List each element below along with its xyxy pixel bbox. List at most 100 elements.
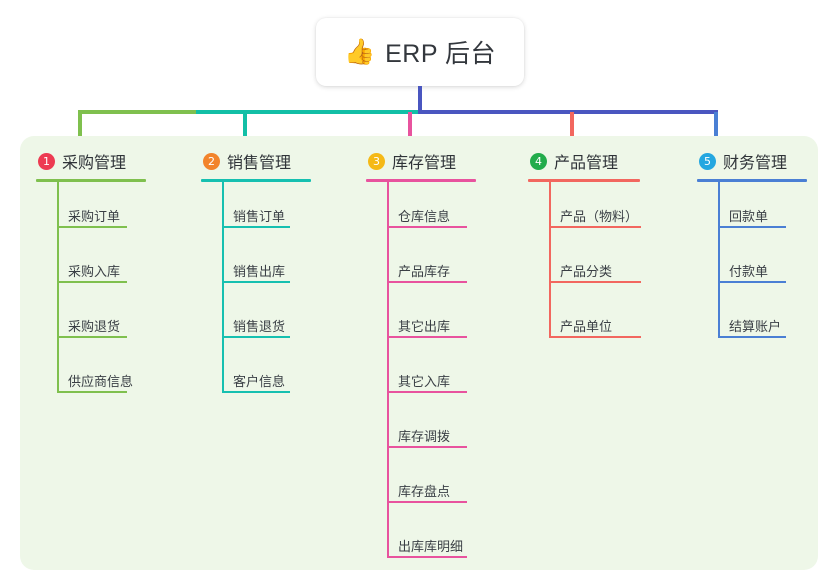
- branch-item-label: 产品库存: [398, 264, 451, 279]
- branch-title: 产品管理: [554, 155, 619, 172]
- branch-item[interactable]: 结算账户: [697, 292, 807, 347]
- branch-item[interactable]: 出库库明细: [366, 512, 476, 567]
- branch-item-label: 出库库明细: [398, 539, 464, 554]
- branch-column-1: 1 采购管理采购订单采购入库采购退货供应商信息: [36, 148, 146, 402]
- branch-title: 库存管理: [392, 155, 457, 172]
- drop-sales: [243, 112, 247, 138]
- root-stem-connector: [418, 86, 422, 112]
- drop-purchasing: [78, 112, 82, 138]
- branch-item[interactable]: 产品分类: [528, 237, 641, 292]
- branch-item[interactable]: 采购订单: [36, 182, 146, 237]
- branch-header-4[interactable]: 4 产品管理: [528, 148, 640, 174]
- branch-header-rule: [528, 179, 640, 182]
- branch-item[interactable]: 仓库信息: [366, 182, 476, 237]
- branch-item-list: 仓库信息产品库存其它出库其它入库库存调拨库存盘点出库库明细: [366, 182, 476, 567]
- branch-item-rule: [57, 281, 127, 283]
- branch-item[interactable]: 供应商信息: [36, 347, 146, 402]
- branch-item-label: 产品（物料）: [560, 209, 639, 224]
- branch-item-label: 采购入库: [68, 264, 121, 279]
- branch-item[interactable]: 产品（物料）: [528, 182, 641, 237]
- branch-item-rule: [549, 281, 641, 283]
- branch-item-label: 库存盘点: [398, 484, 451, 499]
- branch-column-4: 4 产品管理产品（物料） 产品分类产品单位: [528, 148, 641, 347]
- branch-item-rule: [718, 336, 786, 338]
- branches-panel: [20, 136, 818, 570]
- branch-item[interactable]: 销售订单: [201, 182, 311, 237]
- branch-item[interactable]: 其它出库: [366, 292, 476, 347]
- branch-header-rule: [36, 179, 146, 182]
- branch-item-label: 仓库信息: [398, 209, 451, 224]
- branch-item-rule: [222, 226, 290, 228]
- branch-item-rule: [57, 391, 127, 393]
- branch-header-rule: [201, 179, 311, 182]
- branch-item-list: 采购订单采购入库采购退货供应商信息: [36, 182, 146, 402]
- branch-header-rule: [366, 179, 476, 182]
- branch-item-label: 结算账户: [729, 319, 782, 334]
- branch-item-label: 其它入库: [398, 374, 451, 389]
- branch-item-rule: [549, 336, 641, 338]
- branch-number-badge: 4: [530, 152, 547, 170]
- branch-item[interactable]: 库存调拨: [366, 402, 476, 457]
- branch-item[interactable]: 客户信息: [201, 347, 311, 402]
- branch-spine: [718, 182, 720, 338]
- branch-item[interactable]: 库存盘点: [366, 457, 476, 512]
- branch-item-rule: [387, 391, 467, 393]
- branch-spine: [57, 182, 59, 393]
- branch-item-rule: [718, 281, 786, 283]
- branch-item-rule: [387, 446, 467, 448]
- branch-spine: [549, 182, 551, 338]
- branch-number-badge: 1: [38, 152, 55, 170]
- branch-header-rule: [697, 179, 807, 182]
- branch-item-label: 其它出库: [398, 319, 451, 334]
- branch-item-label: 销售退货: [233, 319, 286, 334]
- branch-item-label: 回款单: [729, 209, 769, 224]
- branch-item-label: 产品单位: [560, 319, 613, 334]
- branch-item[interactable]: 产品单位: [528, 292, 641, 347]
- branch-header-5[interactable]: 5 财务管理: [697, 148, 807, 174]
- branch-header-1[interactable]: 1 采购管理: [36, 148, 146, 174]
- branch-item[interactable]: 采购入库: [36, 237, 146, 292]
- drop-finance: [714, 112, 718, 138]
- branch-item-list: 回款单付款单结算账户: [697, 182, 807, 347]
- branch-item[interactable]: 回款单: [697, 182, 807, 237]
- branch-item-list: 销售订单销售出库销售退货客户信息: [201, 182, 311, 402]
- branch-item[interactable]: 其它入库: [366, 347, 476, 402]
- branch-item-rule: [222, 391, 290, 393]
- branch-spine: [387, 182, 389, 558]
- branch-item-rule: [387, 556, 467, 558]
- branch-title: 销售管理: [227, 155, 292, 172]
- branch-number-badge: 5: [699, 152, 716, 170]
- branch-item-rule: [387, 336, 467, 338]
- branch-item[interactable]: 销售退货: [201, 292, 311, 347]
- bus-segment-blue: [418, 110, 718, 114]
- branch-item-rule: [387, 281, 467, 283]
- root-node-card[interactable]: 👍 ERP 后台: [316, 18, 524, 86]
- branch-item-list: 产品（物料） 产品分类产品单位: [528, 182, 641, 347]
- branch-item[interactable]: 产品库存: [366, 237, 476, 292]
- branch-item[interactable]: 采购退货: [36, 292, 146, 347]
- branch-item-label: 供应商信息: [68, 374, 134, 389]
- branch-item-label: 付款单: [729, 264, 769, 279]
- branch-title: 财务管理: [723, 155, 788, 172]
- branch-number-badge: 3: [368, 152, 385, 170]
- branch-item-label: 销售出库: [233, 264, 286, 279]
- branch-item[interactable]: 销售出库: [201, 237, 311, 292]
- branch-item[interactable]: 付款单: [697, 237, 807, 292]
- branch-item-label: 采购订单: [68, 209, 121, 224]
- branch-item-rule: [57, 336, 127, 338]
- branch-column-3: 3 库存管理仓库信息产品库存其它出库其它入库库存调拨库存盘点出库库明细: [366, 148, 476, 567]
- branch-item-label: 库存调拨: [398, 429, 451, 444]
- branch-header-3[interactable]: 3 库存管理: [366, 148, 476, 174]
- drop-product: [570, 112, 574, 138]
- branch-column-5: 5 财务管理回款单付款单结算账户: [697, 148, 807, 347]
- branch-item-label: 采购退货: [68, 319, 121, 334]
- branch-title: 采购管理: [62, 155, 127, 172]
- branch-item-label: 客户信息: [233, 374, 286, 389]
- branch-item-label: 产品分类: [560, 264, 613, 279]
- branch-item-rule: [387, 501, 467, 503]
- branch-item-rule: [57, 226, 127, 228]
- branch-spine: [222, 182, 224, 393]
